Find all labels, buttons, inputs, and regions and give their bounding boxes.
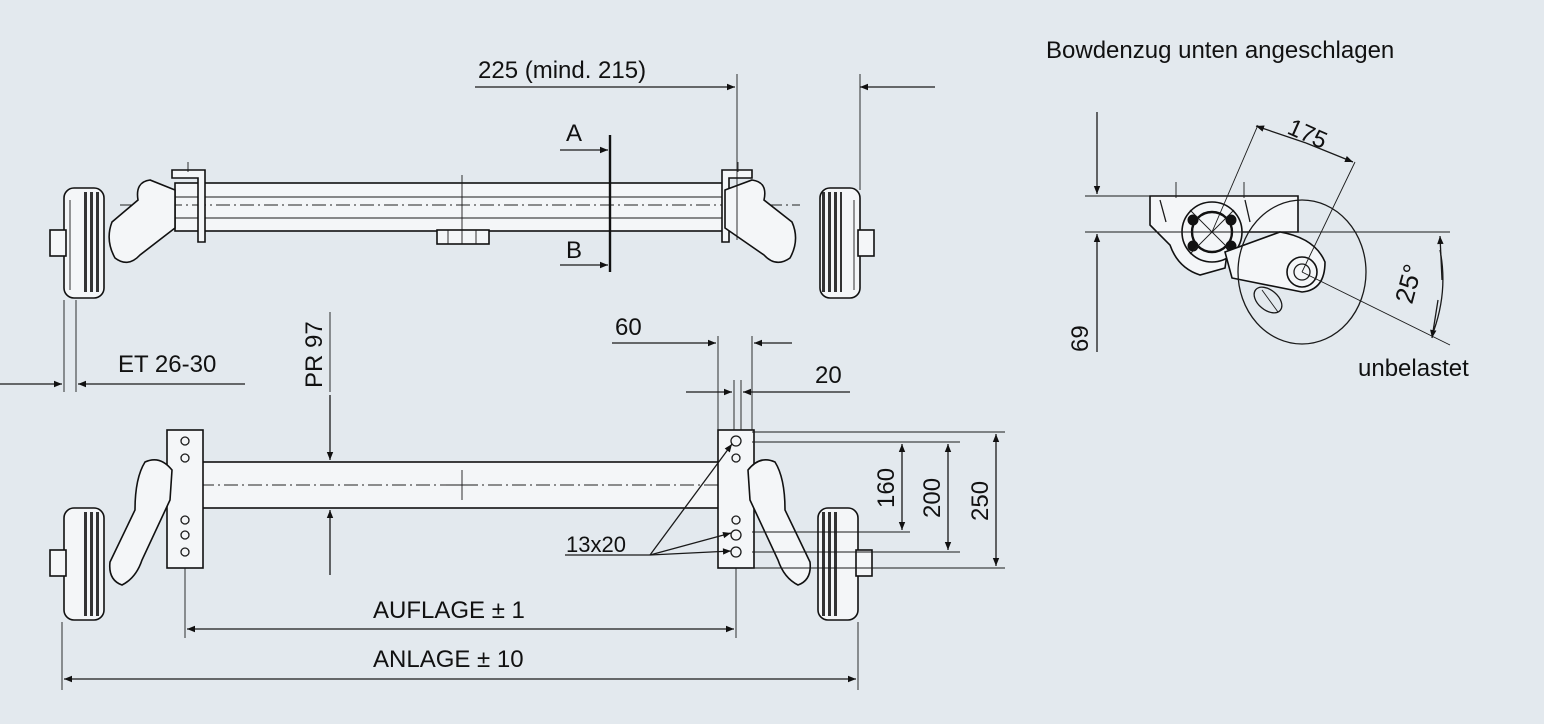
front-elevation-view: 225 (mind. 215) A B ET 26-30 xyxy=(0,57,935,392)
dim-pr: PR 97 xyxy=(301,321,328,388)
dim-holes: 13x20 xyxy=(566,532,626,557)
center-bracket xyxy=(436,229,490,245)
plan-view: PR 97 60 20 13x20 160 200 250 xyxy=(49,312,1005,690)
left-mount-bracket xyxy=(171,169,206,243)
dim-160: 160 xyxy=(873,468,900,508)
dim-200: 200 xyxy=(919,478,946,518)
side-view-title: Bowdenzug unten angeschlagen xyxy=(1046,37,1394,64)
dim-anlage: ANLAGE ± 10 xyxy=(373,646,524,673)
dim-69: 69 xyxy=(1067,325,1094,352)
left-swing-arm xyxy=(108,179,176,264)
plan-right-swing-arm xyxy=(747,459,812,586)
dim-auflage: AUFLAGE ± 1 xyxy=(373,597,525,624)
axle-tube xyxy=(174,182,726,232)
dim-20: 20 xyxy=(815,362,842,389)
right-brake-drum xyxy=(819,187,875,299)
section-b-label: B xyxy=(566,237,582,264)
dim-60: 60 xyxy=(615,314,642,341)
state-label: unbelastet xyxy=(1358,355,1469,382)
left-brake-drum xyxy=(49,187,105,299)
plan-left-swing-arm xyxy=(108,459,173,586)
angle-25: 25° xyxy=(1389,261,1428,307)
left-mount-plate xyxy=(166,429,204,569)
side-view: Bowdenzug unten angeschlagen 69 xyxy=(1046,37,1469,382)
dim-175: 175 xyxy=(1284,114,1332,155)
right-swing-arm xyxy=(724,179,797,264)
dim-250: 250 xyxy=(967,481,994,521)
section-a-label: A xyxy=(566,120,582,147)
dim-et: ET 26-30 xyxy=(118,351,216,378)
dim-225: 225 (mind. 215) xyxy=(478,57,646,84)
plan-left-brake-drum xyxy=(49,507,105,621)
side-wheel xyxy=(1237,199,1367,345)
plan-right-brake-drum xyxy=(817,507,873,621)
